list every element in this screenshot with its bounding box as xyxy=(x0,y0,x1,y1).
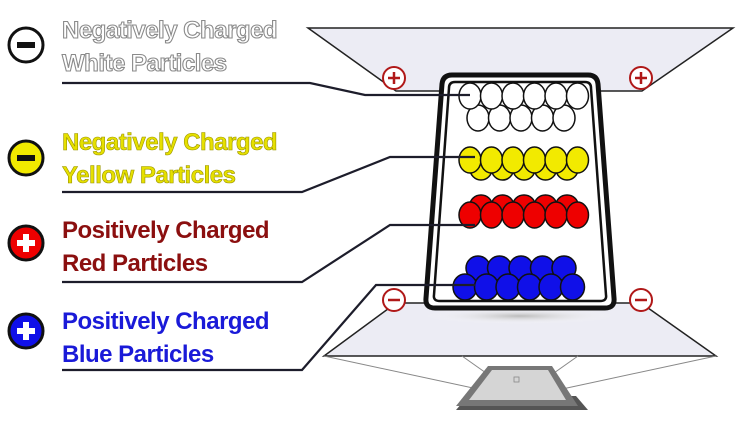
container-shadow xyxy=(425,308,615,324)
leader-line-yellow xyxy=(62,155,475,194)
blue-particle xyxy=(538,273,564,301)
electrode-plus-left xyxy=(382,66,406,90)
leader-line-white xyxy=(62,81,470,97)
white-label-line1: Negatively Charged xyxy=(62,17,277,44)
white-particle xyxy=(479,82,504,110)
white-particle xyxy=(544,82,568,110)
negative-yellow-icon xyxy=(7,139,45,177)
red-particle xyxy=(479,201,504,229)
electrode-minus-right xyxy=(629,288,653,312)
yellow-particle xyxy=(479,146,504,174)
blue-label-line1: Positively Charged xyxy=(62,308,269,335)
red-label-line2: Red Particles xyxy=(62,250,208,277)
yellow-particle xyxy=(565,146,590,174)
red-label-line1: Positively Charged xyxy=(62,217,269,244)
blue-particle xyxy=(495,273,521,301)
blue-particle xyxy=(473,273,500,301)
electrode-minus-left xyxy=(382,288,406,312)
particle-container xyxy=(423,72,617,311)
top-electrode-panel xyxy=(305,27,736,92)
white-label-line2: White Particles xyxy=(62,50,227,77)
yellow-particle xyxy=(458,146,482,174)
blue-particle xyxy=(452,273,478,301)
red-particle xyxy=(522,201,547,229)
leader-line-blue xyxy=(62,283,475,372)
yellow-particle xyxy=(544,146,568,174)
white-particle xyxy=(565,82,590,110)
yellow-label-line1: Negatively Charged xyxy=(62,129,277,156)
lens-icon xyxy=(513,376,520,383)
white-particle xyxy=(522,82,547,110)
red-particle xyxy=(544,201,568,229)
positive-blue-icon xyxy=(7,312,45,350)
blue-label-line2: Blue Particles xyxy=(62,341,214,368)
white-particle xyxy=(501,82,525,110)
yellow-particle xyxy=(501,146,525,174)
projector-device xyxy=(456,366,588,410)
particles xyxy=(452,82,590,301)
yellow-particle xyxy=(522,146,547,174)
blue-particle xyxy=(559,273,586,301)
positive-red-icon xyxy=(7,224,45,262)
negative-white-icon xyxy=(7,26,45,64)
electrode-plus-right xyxy=(629,66,653,90)
red-particle xyxy=(501,201,525,229)
leader-line-red xyxy=(62,223,475,284)
blue-particle xyxy=(516,273,543,301)
red-particle xyxy=(565,201,590,229)
yellow-label-line2: Yellow Particles xyxy=(62,162,236,189)
